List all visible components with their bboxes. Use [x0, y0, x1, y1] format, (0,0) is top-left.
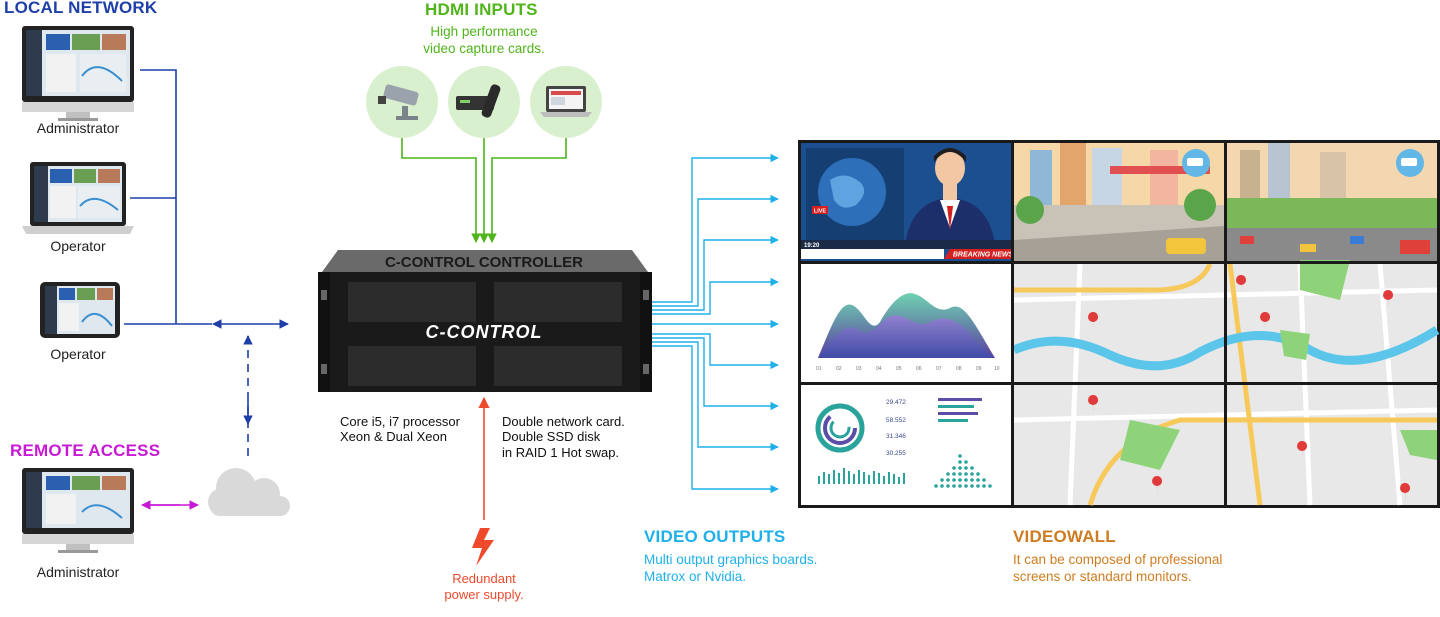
cloud-icon [208, 468, 290, 516]
camera-input-circle [366, 66, 438, 138]
admin-label: Administrator [36, 120, 120, 136]
dashboard-screen: 29.472 58.552 31.346 30.255 [801, 385, 1011, 505]
chart-tick: 09 [976, 366, 982, 372]
power-label-line2: power supply. [444, 587, 523, 602]
video-outputs-line2: Matrox or Nvidia. [644, 569, 747, 584]
video-outputs-title: VIDEO OUTPUTS [644, 527, 786, 546]
hdmi-subtitle-line2: video capture cards. [423, 41, 545, 56]
specs-right-line1: Double network card. [502, 414, 625, 429]
controller-logo: C-CONTROL [426, 322, 543, 342]
video-output-lines [652, 153, 779, 494]
local-network-lines [124, 69, 212, 325]
operator-laptop-label: Operator [50, 238, 106, 254]
remote-admin-label: Administrator [36, 564, 120, 580]
chart-tick: 10 [994, 366, 1000, 372]
chart-tick: 06 [916, 366, 922, 372]
lightning-bolt-icon [472, 528, 494, 566]
chart-tick: 03 [856, 366, 862, 372]
video-outputs-subtitle: Multi output graphics boards. Matrox or … [644, 551, 817, 585]
stat-value: 30.255 [886, 450, 906, 457]
chart-tick: 07 [936, 366, 942, 372]
chart-tick: 04 [876, 366, 882, 372]
breaking-news-label: BREAKING NEWS [953, 252, 1014, 259]
operator-laptop-icon [22, 162, 134, 234]
video-outputs-line1: Multi output graphics boards. [644, 552, 818, 567]
receiver-input-circle [448, 66, 520, 138]
news-live-badge: LIVE [814, 209, 827, 215]
hdmi-inputs-subtitle: High performance video capture cards. [395, 23, 573, 57]
city-traffic-screen [1227, 143, 1437, 261]
dot-histogram [934, 454, 992, 488]
power-label-line1: Redundant [452, 571, 516, 586]
cctv-camera-icon [378, 84, 419, 120]
specs-right-line2: Double SSD disk [502, 429, 601, 444]
chart-tick: 01 [816, 366, 822, 372]
videowall-bezels [798, 140, 1440, 508]
stat-value: 29.472 [886, 399, 906, 406]
specs-right-line3: in RAID 1 Hot swap. [502, 445, 619, 460]
hdmi-input-lines [401, 138, 567, 243]
news-time: 19:20 [804, 243, 820, 249]
hdmi-subtitle-line1: High performance [430, 24, 538, 39]
stat-value: 31.346 [886, 433, 906, 440]
controller-label: C-CONTROL CONTROLLER [385, 254, 583, 271]
videowall-line2: screens or standard monitors. [1013, 569, 1192, 584]
chart-tick: 05 [896, 366, 902, 372]
chart-tick: 08 [956, 366, 962, 372]
local-network-title: LOCAL NETWORK [4, 0, 158, 17]
specs-left-line1: Core i5, i7 processor [340, 414, 461, 429]
videowall-subtitle: It can be composed of professional scree… [1013, 551, 1222, 585]
chart-tick: 02 [836, 366, 842, 372]
news-screen: LIVE 19:20 BREAKING NEWS [801, 143, 1013, 261]
map-pin-icons [1088, 275, 1411, 503]
laptop-icon [540, 86, 592, 117]
chart-tick-labels: 01 02 03 04 05 06 07 08 09 10 [816, 366, 1000, 372]
set-top-box-icon [456, 84, 501, 118]
specs-left-line2: Xeon & Dual Xeon [340, 429, 447, 444]
remote-admin-monitor-icon [22, 468, 134, 553]
admin-monitor-icon [22, 26, 134, 121]
stat-value: 58.552 [886, 417, 906, 424]
hdmi-inputs-title: HDMI INPUTS [425, 0, 538, 19]
operator-tablet-label: Operator [50, 346, 106, 362]
area-chart-screen: 01 02 03 04 05 06 07 08 09 10 [801, 264, 1011, 382]
controller-chassis [318, 250, 652, 392]
bar-sparkline [818, 468, 905, 484]
remote-access-title: REMOTE ACCESS [10, 441, 161, 460]
videowall-title: VIDEOWALL [1013, 527, 1116, 546]
videowall-line1: It can be composed of professional [1013, 552, 1223, 567]
operator-tablet-icon [40, 282, 120, 338]
laptop-input-circle [530, 66, 602, 138]
city-street-screen [1014, 143, 1224, 261]
